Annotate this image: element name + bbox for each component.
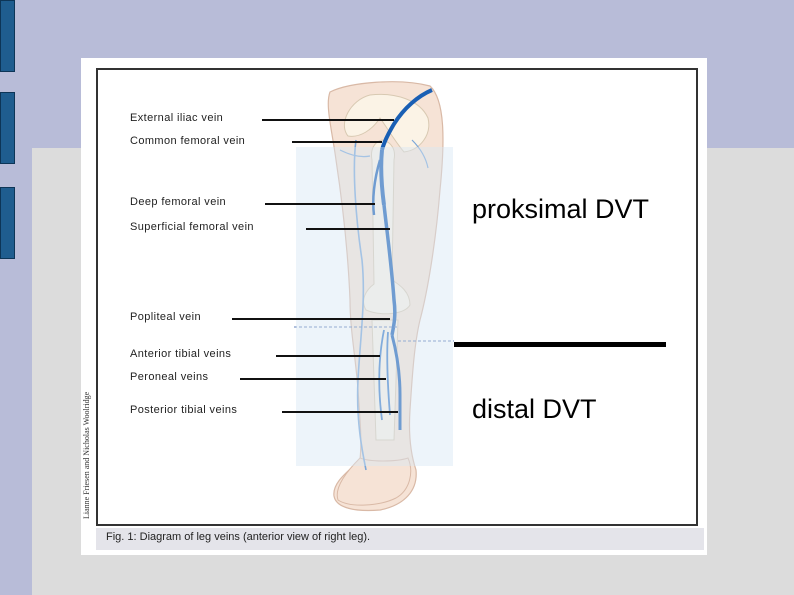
proximal-dvt-label: proksimal DVT: [472, 194, 649, 225]
pointer-external-iliac: [262, 119, 394, 121]
label-external-iliac-vein: External iliac vein: [130, 112, 223, 124]
pointer-peroneal: [240, 378, 386, 380]
label-posterior-tibial-veins: Posterior tibial veins: [130, 404, 237, 416]
pointer-anterior-tibial: [276, 355, 380, 357]
proximal-distal-divider: [454, 342, 666, 347]
label-common-femoral-vein: Common femoral vein: [130, 135, 245, 147]
figure-caption: Fig. 1: Diagram of leg veins (anterior v…: [106, 531, 370, 543]
pointer-common-femoral: [292, 141, 382, 143]
caption-bar: Fig. 1: Diagram of leg veins (anterior v…: [96, 528, 704, 550]
pointer-superficial-femoral: [306, 228, 390, 230]
figure-credit: Lianne Friesen and Nicholas Woolridge: [82, 399, 94, 519]
label-anterior-tibial-veins: Anterior tibial veins: [130, 348, 231, 360]
pointer-popliteal: [232, 318, 390, 320]
distal-dvt-label: distal DVT: [472, 394, 597, 425]
label-superficial-femoral-vein: Superficial femoral vein: [130, 221, 254, 233]
pointer-deep-femoral: [265, 203, 375, 205]
pointer-posterior-tibial: [282, 411, 398, 413]
label-deep-femoral-vein: Deep femoral vein: [130, 196, 226, 208]
label-peroneal-veins: Peroneal veins: [130, 371, 208, 383]
label-popliteal-vein: Popliteal vein: [130, 311, 201, 323]
highlight-overlay: [296, 147, 453, 466]
